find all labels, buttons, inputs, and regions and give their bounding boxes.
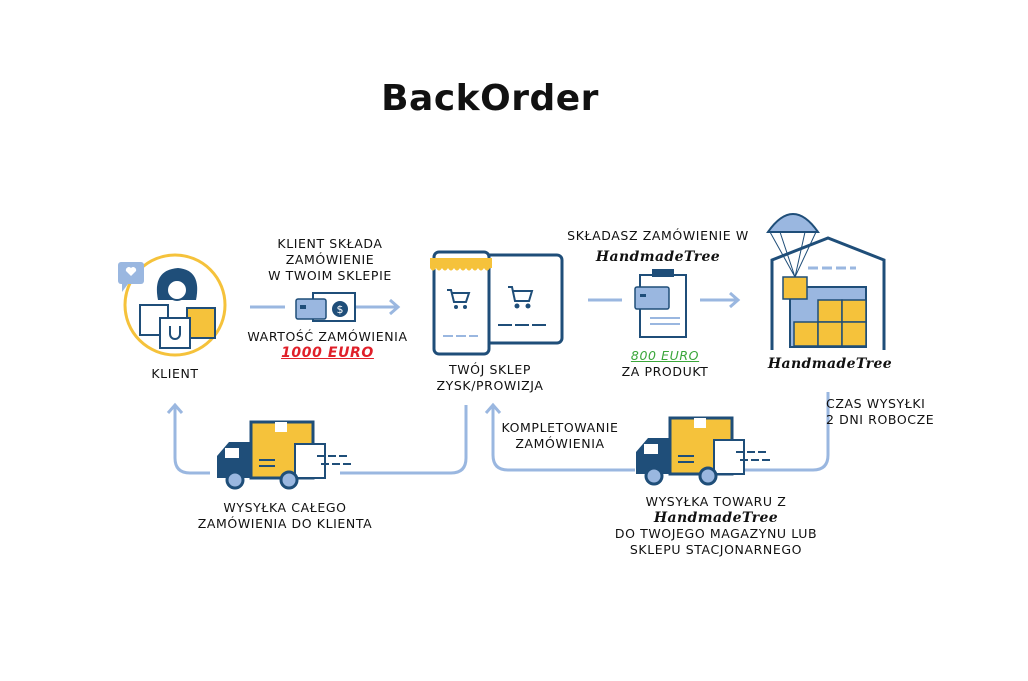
- supplier-order-line2: HandmadeTree: [595, 249, 721, 265]
- page-title: BackOrder: [381, 78, 599, 119]
- client-order-line2: ZAMÓWIENIE: [285, 252, 375, 267]
- clipboard-card-icon: [634, 269, 687, 338]
- shipping-time-line2: 2 DNI ROBOCZE: [826, 412, 935, 427]
- client-shipping-line2: ZAMÓWIENIA DO KLIENTA: [197, 516, 373, 531]
- client-order-line1: KLIENT SKŁADA: [277, 236, 383, 251]
- supplier-order-line1: SKŁADASZ ZAMÓWIENIE W: [567, 228, 749, 243]
- supplier-shipping-line4: SKLEPU STACJONARNEGO: [629, 542, 803, 557]
- online-store-devices-icon: [430, 250, 564, 356]
- shipping-time: CZAS WYSYŁKI 2 DNI ROBOCZE: [826, 396, 956, 428]
- product-cost-amount: 800 EURO: [630, 348, 700, 363]
- arrow-shop-to-client: [173, 405, 468, 475]
- client-shipping-line1: WYSYŁKA CAŁEGO: [223, 500, 347, 515]
- order-value: WARTOŚĆ ZAMÓWIENIA 1000 EURO: [240, 329, 415, 361]
- supplier-shipping-line1: WYSYŁKA TOWARU Z: [645, 494, 787, 509]
- arrow-supplier-to-shop: [491, 392, 830, 472]
- shop-label-line1: TWÓJ SKLEP: [448, 362, 532, 377]
- supplier-shipping-line3: DO TWOJEGO MAGAZYNU LUB: [614, 526, 818, 541]
- order-value-label: WARTOŚĆ ZAMÓWIENIA: [247, 329, 408, 344]
- credit-card-cash-icon: $: [295, 292, 356, 322]
- supplier-shipping-step: WYSYŁKA TOWARU Z HandmadeTree DO TWOJEGO…: [596, 494, 836, 558]
- delivery-truck-icon: [636, 416, 770, 486]
- supplier-order-step: SKŁADASZ ZAMÓWIENIE W HandmadeTree: [548, 228, 768, 265]
- completion-line1: KOMPLETOWANIE: [501, 420, 619, 435]
- product-cost-label: ZA PRODUKT: [621, 364, 709, 379]
- completion-line2: ZAMÓWIENIA: [515, 436, 605, 451]
- warehouse-with-parachute-icon: [766, 213, 886, 350]
- completion-step: KOMPLETOWANIE ZAMÓWIENIA: [490, 420, 630, 452]
- order-value-amount: 1000 EURO: [281, 345, 374, 361]
- client-order-line3: W TWOIM SKLEPIE: [268, 268, 392, 283]
- svg-text:$: $: [337, 303, 344, 316]
- arrow-client-to-shop: [250, 298, 401, 316]
- supplier-shipping-line2: HandmadeTree: [653, 510, 779, 526]
- shipping-time-line1: CZAS WYSYŁKI: [826, 396, 926, 411]
- delivery-truck-icon: [217, 420, 351, 490]
- arrow-shop-to-supplier: [588, 291, 741, 309]
- client-shipping-step: WYSYŁKA CAŁEGO ZAMÓWIENIA DO KLIENTA: [180, 500, 390, 532]
- client-label: KLIENT: [151, 366, 199, 381]
- shop-label: TWÓJ SKLEP ZYSK/PROWIZJA: [410, 362, 570, 394]
- client-order-step: KLIENT SKŁADA ZAMÓWIENIE W TWOIM SKLEPIE: [250, 236, 410, 284]
- shop-label-line2: ZYSK/PROWIZJA: [436, 378, 544, 393]
- product-cost: 800 EURO ZA PRODUKT: [605, 348, 725, 380]
- supplier-label: HandmadeTree: [767, 356, 893, 372]
- customer-with-shopping-bags-icon: [118, 253, 227, 357]
